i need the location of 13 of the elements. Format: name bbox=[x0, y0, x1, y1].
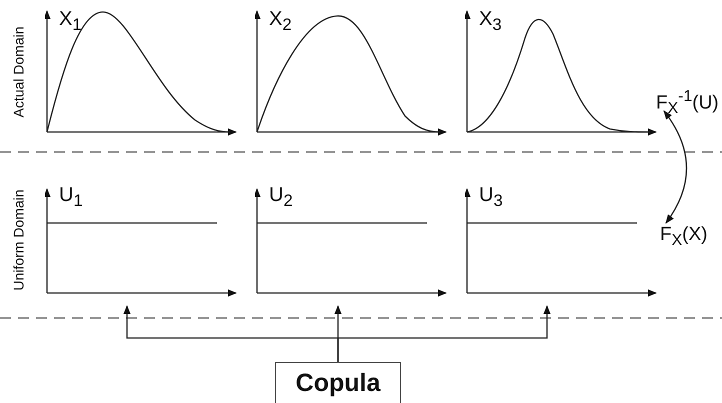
arrow bbox=[337, 305, 551, 362]
function-label: F$_{X}$(X) bbox=[660, 224, 708, 252]
axis-label: U$_{2}$ bbox=[269, 184, 293, 212]
axis-label: X$_{2}$ bbox=[269, 8, 292, 36]
domain-label: Actual Domain bbox=[10, 26, 26, 118]
axis-label: X$_{3}$ bbox=[479, 8, 502, 36]
axis-label: U$_{3}$ bbox=[479, 184, 503, 212]
arrow bbox=[663, 110, 688, 224]
copula-box: Copula bbox=[275, 362, 401, 403]
function-label: F$_{X}$$^{-1}$(U) bbox=[656, 86, 719, 120]
axis-label: U$_{1}$ bbox=[59, 184, 83, 212]
domain-label: Uniform Domain bbox=[10, 189, 26, 291]
axis-label: X$_{1}$ bbox=[59, 8, 82, 36]
